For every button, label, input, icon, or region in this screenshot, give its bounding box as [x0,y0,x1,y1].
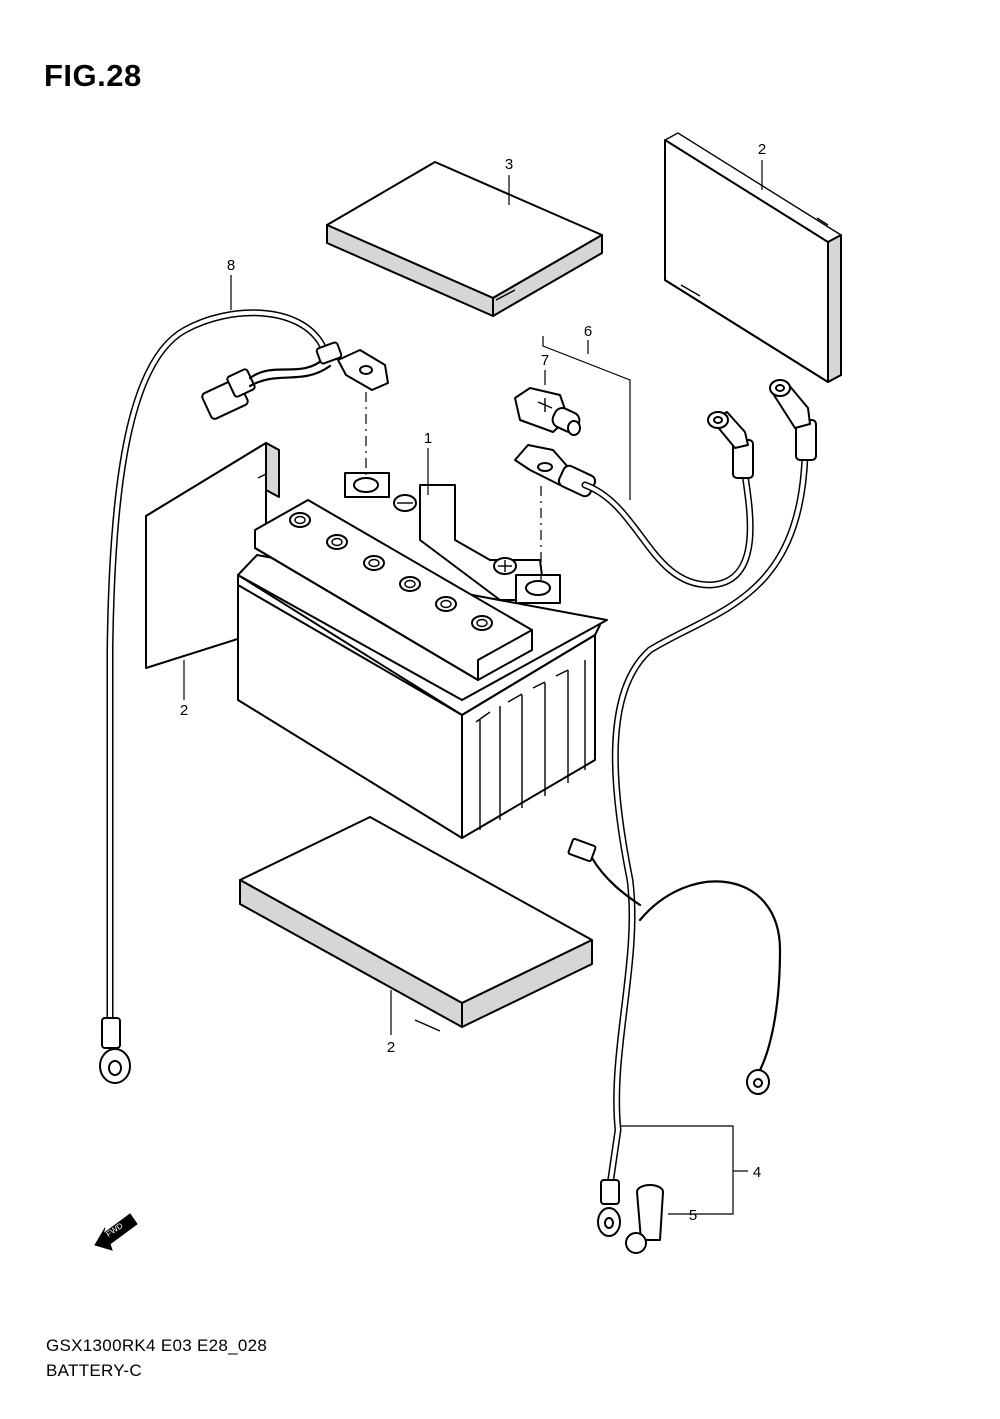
callout-1: 1 [424,430,432,447]
diagram-name: BATTERY-C [46,1361,142,1380]
callout-8: 8 [227,257,235,274]
terminal-cover [514,387,581,436]
diagram-code: GSX1300RK4 E03 E28_028 [46,1336,268,1355]
callout-3: 3 [505,156,513,173]
callout-2-bottom: 2 [387,1039,395,1056]
pad-left [145,442,280,669]
callout-2-top: 2 [758,141,766,158]
callout-5: 5 [689,1207,697,1224]
leader-lines [183,160,763,1215]
fwd-arrow-icon: FWD [94,1213,138,1251]
pad-top-right [664,132,842,383]
callout-7: 7 [541,352,549,369]
cable-part8 [99,309,389,1084]
cable-harness [567,379,817,1254]
plate-bottom [239,816,593,1032]
callout-4: 4 [753,1164,761,1181]
callout-6: 6 [584,323,592,340]
cable-positive [514,411,754,589]
figure-title: FIG.28 [44,58,142,93]
battery-body [237,472,608,839]
callout-2-left: 2 [180,702,188,719]
plate-top [326,161,603,317]
callouts: 1 2 2 2 3 4 5 6 7 8 [180,141,766,1224]
